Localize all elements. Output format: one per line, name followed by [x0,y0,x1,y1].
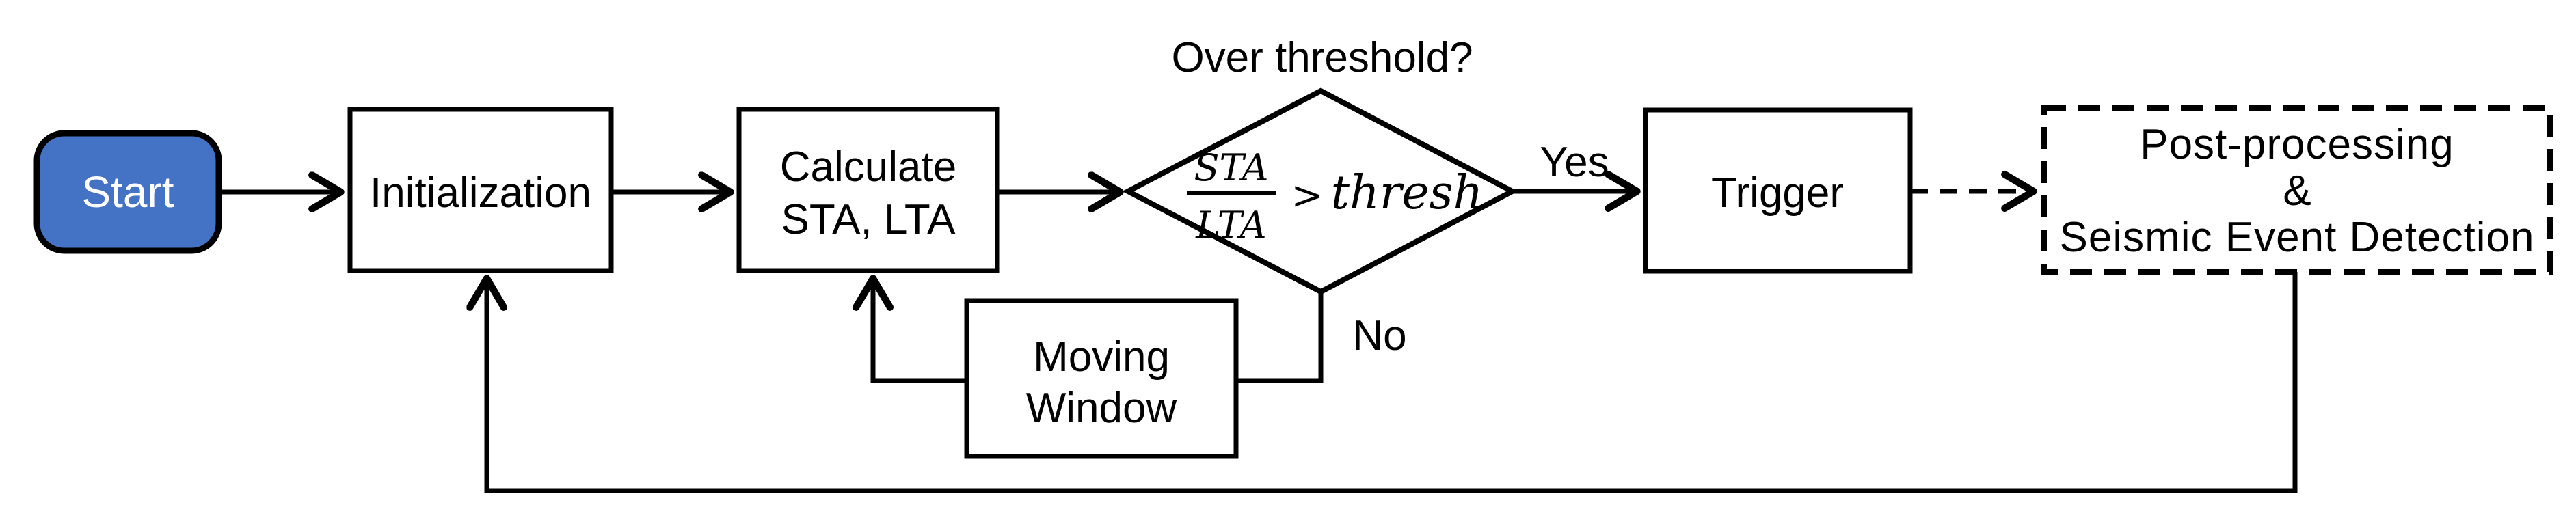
calculate-label-line2: STA, LTA [781,196,956,243]
start-label: Start [81,167,174,217]
initialization-label: Initialization [370,169,591,217]
post-processing-label-line2: & [2283,167,2311,215]
initialization-node [347,107,614,273]
edge-postprocessing-to-initialization-feedback [487,272,2298,493]
decision-operator: > [1291,174,1324,218]
trigger-node [1643,107,1913,274]
moving-window-label-line2: Window [1026,385,1177,432]
start-node [33,130,222,254]
decision-question-label: Over threshold? [1171,34,1473,81]
decision-diamond [1122,87,1518,295]
decision-fraction-denominator: LTA [1195,204,1267,247]
post-processing-label-line1: Post-processing [2140,121,2454,168]
calculate-node [736,107,1000,273]
decision-fraction-numerator: STA [1194,146,1268,189]
yes-edge-label: Yes [1540,139,1609,186]
edge-decision-to-moving-window-no [1234,292,1324,383]
calculate-label-line1: Calculate [780,143,956,191]
moving-window-node [964,298,1239,459]
moving-window-label-line1: Moving [1033,333,1170,381]
post-processing-label-line3: Seismic Event Detection [2060,214,2535,261]
post-processing-node [2041,105,2553,275]
no-edge-label: No [1352,312,1406,359]
decision-threshold-text: thresh [1331,166,1484,220]
trigger-label: Trigger [1711,169,1844,217]
edge-moving-window-to-calculate [873,280,967,383]
